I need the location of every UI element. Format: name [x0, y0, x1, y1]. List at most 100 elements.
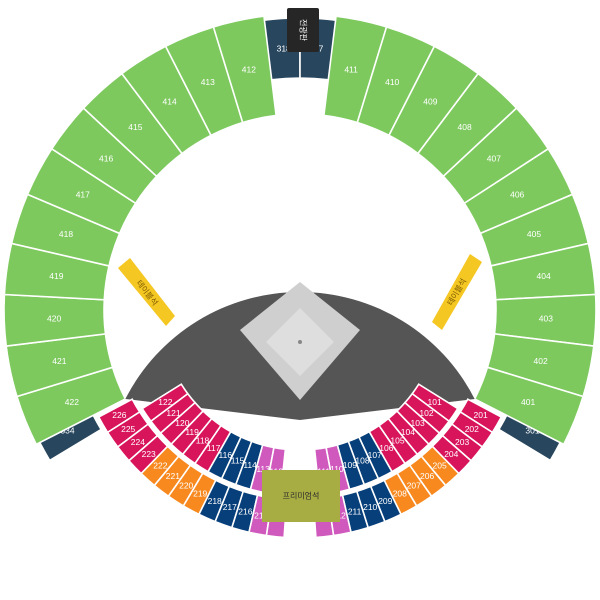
seat-section-shape[interactable] [170, 409, 213, 456]
seat-section-113[interactable]: 113 [249, 443, 275, 494]
seat-section-221[interactable]: 221 [153, 455, 192, 498]
seat-section-shape[interactable] [220, 435, 253, 486]
seat-section-label: 222 [153, 461, 167, 471]
seat-section-shape[interactable] [473, 366, 585, 446]
seat-section-label: 206 [420, 471, 434, 481]
first-base-label: 1루 [390, 219, 411, 235]
seat-section-label: 207 [407, 480, 421, 490]
first-base-team-label: (HOME) [374, 239, 425, 255]
seat-section-121[interactable]: 121 [149, 392, 197, 435]
seat-section-label: 415 [128, 122, 142, 132]
seat-section-shape[interactable] [159, 401, 205, 446]
seat-section-shape[interactable] [197, 479, 231, 523]
seat-section-label: 115 [231, 456, 245, 466]
seat-section-shape[interactable] [106, 410, 150, 449]
seat-section-shape[interactable] [193, 424, 232, 473]
seat-section-412[interactable]: 412 [212, 15, 278, 124]
seat-section-shape[interactable] [97, 398, 141, 434]
seat-section-label: 218 [208, 496, 222, 506]
seat-section-shape[interactable] [127, 434, 169, 475]
seat-section-label: 223 [142, 449, 156, 459]
seat-section-224[interactable]: 224 [116, 423, 159, 462]
seat-section-shape[interactable] [149, 392, 197, 435]
seat-section-label: 109 [343, 460, 357, 470]
seat-section-shape[interactable] [182, 472, 217, 516]
seat-section-label: 215 [254, 510, 268, 520]
seat-section-label: 110 [330, 464, 344, 474]
scoreboard-block[interactable] [287, 8, 319, 52]
seat-section-label: 104 [401, 427, 415, 437]
seat-section-label: 202 [465, 424, 479, 434]
seat-section-114[interactable]: 114 [234, 440, 264, 491]
seat-section-shape[interactable] [212, 15, 278, 124]
seat-section-label: 403 [539, 314, 553, 324]
seat-section-label: 401 [521, 397, 535, 407]
seat-section-116[interactable]: 116 [206, 430, 243, 480]
seat-section-label: 417 [76, 190, 90, 200]
seat-section-label: 209 [378, 496, 392, 506]
seat-section-label: 224 [131, 437, 145, 447]
seat-section-shape[interactable] [234, 440, 264, 491]
seat-section-122[interactable]: 122 [141, 383, 189, 423]
seat-section-label: 419 [49, 271, 63, 281]
premium-seat-label: 프리미엄석 [283, 491, 320, 501]
seat-section-119[interactable]: 119 [170, 409, 213, 456]
seat-section-218[interactable]: 218 [197, 479, 231, 523]
seat-section-label: 301 [525, 426, 539, 436]
seat-section-219[interactable]: 219 [182, 472, 217, 516]
seat-section-120[interactable]: 120 [159, 401, 205, 446]
seat-section-label: 203 [455, 437, 469, 447]
seat-section-label: 406 [510, 190, 524, 200]
seat-section-shape[interactable] [140, 445, 180, 487]
seat-section-label: 113 [256, 464, 270, 474]
seat-section-label: 414 [163, 96, 177, 106]
seat-section-label: 107 [368, 450, 382, 460]
seat-section-label: 318 [277, 44, 291, 54]
seat-section-label: 411 [344, 64, 358, 74]
seat-section-label: 105 [390, 436, 404, 446]
seat-section-label: 205 [433, 461, 447, 471]
seat-section-label: 120 [175, 418, 189, 428]
seat-section-225[interactable]: 225 [106, 410, 150, 449]
seat-section-217[interactable]: 217 [214, 485, 245, 529]
seat-section-label: 108 [355, 456, 369, 466]
seat-section-shape[interactable] [167, 464, 204, 508]
seat-section-222[interactable]: 222 [140, 445, 180, 487]
seat-section-shape[interactable] [206, 430, 243, 480]
seat-section-label: 121 [166, 408, 180, 418]
third-base-label: 3루 [195, 219, 216, 235]
seat-section-shape[interactable] [181, 417, 223, 465]
seat-section-label: 103 [411, 418, 425, 428]
seat-section-shape[interactable] [214, 485, 245, 529]
pitcher-mound [298, 340, 302, 344]
seat-section-label: 334 [60, 426, 74, 436]
seat-section-shape[interactable] [116, 423, 159, 462]
seat-section-220[interactable]: 220 [167, 464, 204, 508]
seat-section-117[interactable]: 117 [193, 424, 232, 473]
lower-100-ring: 1221211201191181171161151141131121011021… [141, 383, 459, 496]
seat-section-226[interactable]: 226 [97, 398, 141, 434]
seat-section-label: 405 [527, 229, 541, 239]
seat-section-label: 119 [185, 427, 199, 437]
left-table-seat-strip[interactable] [118, 258, 175, 326]
seat-section-label: 204 [444, 449, 458, 459]
seat-section-shape[interactable] [153, 455, 192, 498]
seat-section-label: 216 [238, 507, 252, 517]
seat-section-115[interactable]: 115 [220, 435, 253, 486]
seat-section-label: 122 [158, 397, 172, 407]
seat-section-shape[interactable] [141, 383, 189, 423]
seat-section-label: 210 [363, 502, 377, 512]
seat-section-label: 118 [196, 436, 210, 446]
playing-field [125, 282, 475, 420]
seat-section-label: 413 [201, 77, 215, 87]
seat-section-label: 412 [242, 64, 256, 74]
premium-seat-section[interactable] [262, 470, 340, 522]
seat-section-shape[interactable] [249, 443, 275, 494]
seat-section-label: 221 [166, 471, 180, 481]
seat-section-label: 220 [179, 480, 193, 490]
right-table-seat-strip[interactable] [432, 254, 482, 330]
seat-section-401[interactable]: 401 [473, 366, 585, 446]
seat-section-118[interactable]: 118 [181, 417, 223, 465]
seat-section-label: 225 [121, 424, 135, 434]
seat-section-223[interactable]: 223 [127, 434, 169, 475]
